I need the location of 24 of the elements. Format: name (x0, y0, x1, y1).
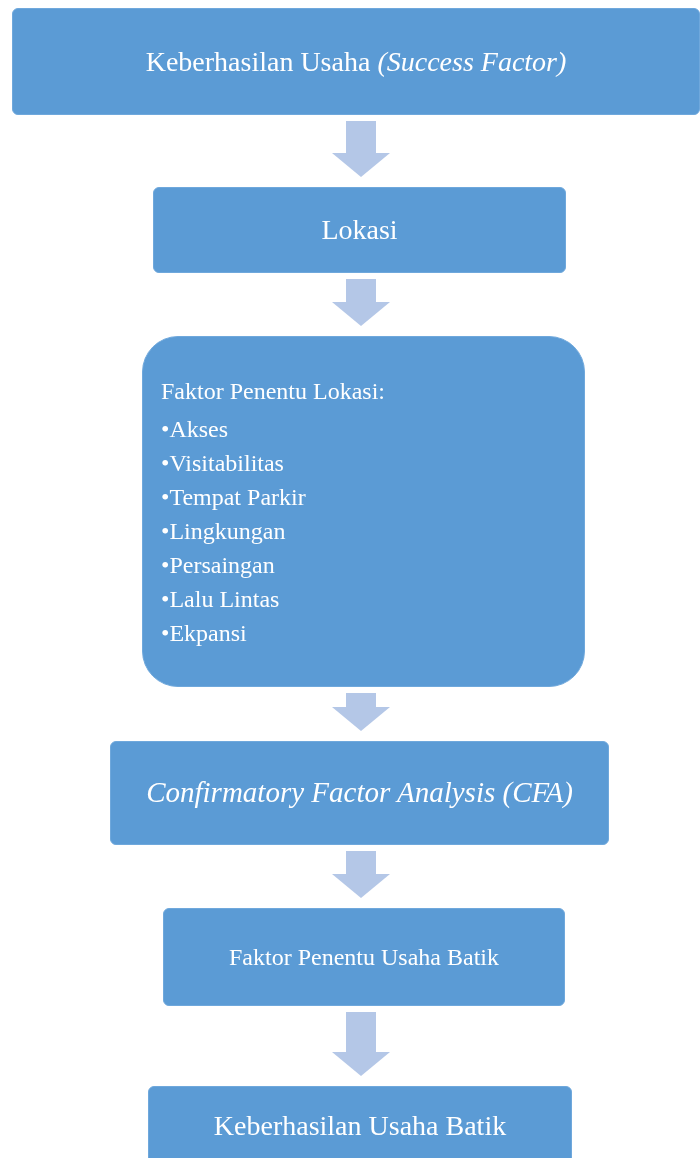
list-item: •Lalu Lintas (161, 584, 280, 614)
process-box (110, 741, 609, 845)
list-box (142, 336, 585, 687)
list-item: •Tempat Parkir (161, 482, 306, 512)
block-arrow (332, 693, 390, 731)
box-title: Faktor Penentu Usaha Batik (229, 943, 499, 972)
list-item: •Ekpansi (161, 618, 247, 648)
box-title: Keberhasilan Usaha (Success Factor) (145, 44, 567, 79)
process-box (12, 8, 700, 115)
list-item: •Persaingan (161, 550, 275, 580)
block-arrow (332, 121, 390, 177)
block-arrow (332, 851, 390, 898)
list-item: •Akses (161, 414, 229, 444)
list-item: •Lingkungan (161, 516, 286, 546)
list-item: •Visitabilitas (161, 448, 284, 478)
process-box (163, 908, 565, 1006)
process-box (148, 1086, 572, 1158)
box-title: Lokasi (321, 213, 398, 247)
box-title: Confirmatory Factor Analysis (CFA) (146, 775, 573, 811)
block-arrow (332, 1012, 390, 1076)
block-arrow (332, 279, 390, 326)
process-box (153, 187, 566, 273)
box-title: Keberhasilan Usaha Batik (213, 1109, 507, 1143)
list-heading: Faktor Penentu Lokasi: (161, 376, 385, 406)
